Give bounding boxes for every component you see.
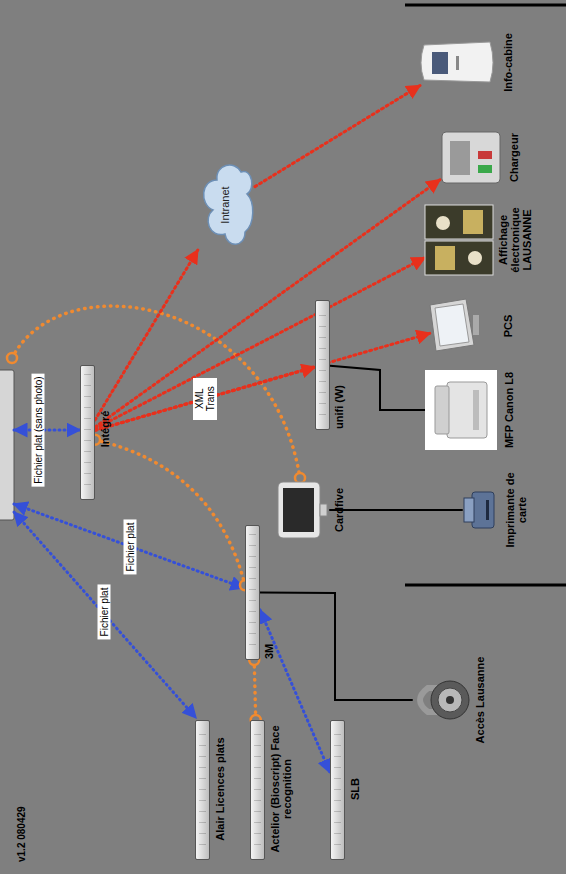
mfp-scanner bbox=[435, 386, 449, 434]
node-label: SLB bbox=[349, 759, 361, 819]
flat-file-wire bbox=[14, 504, 244, 588]
lock-node: Accès Lausanne bbox=[412, 670, 470, 730]
node-label: Actelior (Bioscript) Face recognition bbox=[269, 719, 293, 859]
mfp-tray bbox=[473, 390, 479, 430]
charger-body bbox=[442, 132, 500, 183]
connector bbox=[260, 593, 412, 700]
printer-node: Imprimante de carte bbox=[462, 490, 498, 530]
kiosk-node: Info-cabine bbox=[420, 35, 495, 90]
photo-detail bbox=[468, 251, 482, 265]
charger-node: Chargeur bbox=[440, 130, 502, 185]
lock-body bbox=[431, 681, 469, 719]
node-label: MFP Canon L8 bbox=[503, 365, 515, 455]
server-box: Actelior (Bioscript) Face recognition bbox=[250, 720, 265, 860]
photo-panel bbox=[425, 205, 493, 239]
pc-frame bbox=[430, 299, 474, 351]
kiosk-body bbox=[421, 42, 493, 82]
mfp-body bbox=[447, 382, 487, 438]
data-wire bbox=[12, 306, 300, 478]
connector bbox=[95, 250, 198, 420]
kiosk-slot bbox=[456, 56, 459, 70]
node-label: Chargeur bbox=[508, 125, 520, 190]
separator-line bbox=[405, 4, 566, 7]
pc-node: PCS bbox=[430, 297, 480, 355]
wire-label: Fichier plat bbox=[124, 520, 137, 575]
node-label: Cardfive bbox=[333, 480, 345, 540]
charger-light bbox=[478, 151, 492, 159]
server-box: SLB bbox=[330, 720, 345, 860]
printer-icon bbox=[462, 490, 498, 530]
photo-detail bbox=[436, 216, 450, 230]
photo-detail bbox=[463, 210, 483, 234]
connector bbox=[95, 180, 440, 427]
lock-icon bbox=[412, 670, 470, 730]
cloud-node: Intranet bbox=[195, 160, 255, 250]
node-label: Intranet bbox=[195, 160, 255, 250]
node-label: unifi (W) bbox=[333, 359, 345, 429]
server-bar bbox=[0, 370, 14, 520]
node-label: Imprimante de carte bbox=[504, 470, 528, 550]
photo-icon bbox=[425, 205, 493, 275]
mfp-node: MFP Canon L8 bbox=[425, 370, 497, 450]
connector bbox=[95, 367, 315, 430]
pc-screen bbox=[435, 304, 469, 346]
server-box: Intégré bbox=[80, 365, 95, 500]
edge-group bbox=[90, 85, 462, 772]
separator-line bbox=[405, 584, 566, 587]
monitor-frame bbox=[278, 482, 320, 538]
kiosk-screen bbox=[432, 52, 448, 74]
lock-dial bbox=[438, 688, 462, 712]
printer-top bbox=[464, 498, 474, 522]
connector bbox=[95, 440, 245, 585]
node-label: Alair Licences plats bbox=[214, 724, 226, 854]
charger-light bbox=[478, 165, 492, 173]
connector bbox=[254, 660, 256, 720]
wire-label: Fichier plat (sans photo) bbox=[32, 373, 45, 486]
server-box: Alair Licences plats bbox=[195, 720, 210, 860]
connector bbox=[95, 258, 425, 429]
node-label: Accès Lausanne bbox=[474, 655, 486, 745]
pc-base bbox=[473, 315, 479, 335]
connector bbox=[255, 85, 420, 186]
node-label: Info-cabine bbox=[502, 25, 514, 100]
version-note: v1.2 080429 bbox=[16, 806, 27, 862]
photo-node: Affichage électronique LAUSANNE bbox=[425, 205, 493, 275]
monitor-node: Cardfive bbox=[278, 480, 330, 540]
node-label: 3M bbox=[263, 629, 275, 659]
connector bbox=[95, 333, 430, 430]
photo-detail bbox=[435, 246, 455, 270]
charger-icon bbox=[440, 130, 502, 185]
flat-file-wire bbox=[14, 429, 80, 432]
pc-icon bbox=[430, 297, 480, 355]
kiosk-icon bbox=[420, 35, 495, 90]
monitor-stand bbox=[320, 504, 327, 516]
edge-label: XML Trans bbox=[193, 378, 217, 420]
flat-file-wire bbox=[14, 512, 196, 718]
monitor-screen bbox=[283, 488, 314, 532]
printer-body bbox=[472, 492, 494, 528]
wire-label: Fichier plat bbox=[98, 585, 111, 640]
connector bbox=[330, 509, 462, 511]
lock-knob bbox=[446, 696, 454, 704]
node-label: Intégré bbox=[99, 389, 111, 469]
printer-slot bbox=[486, 500, 489, 520]
monitor-icon bbox=[278, 480, 330, 540]
charger-slot bbox=[450, 141, 470, 175]
wire-end bbox=[7, 353, 17, 363]
node-label: PCS bbox=[502, 297, 514, 355]
photo-background bbox=[425, 370, 497, 450]
node-label: Affichage électronique LAUSANNE bbox=[497, 195, 533, 285]
server-box: 3M bbox=[245, 525, 260, 660]
mfp-icon bbox=[425, 370, 497, 450]
photo-panel bbox=[425, 241, 493, 275]
server-box: unifi (W) bbox=[315, 300, 330, 430]
